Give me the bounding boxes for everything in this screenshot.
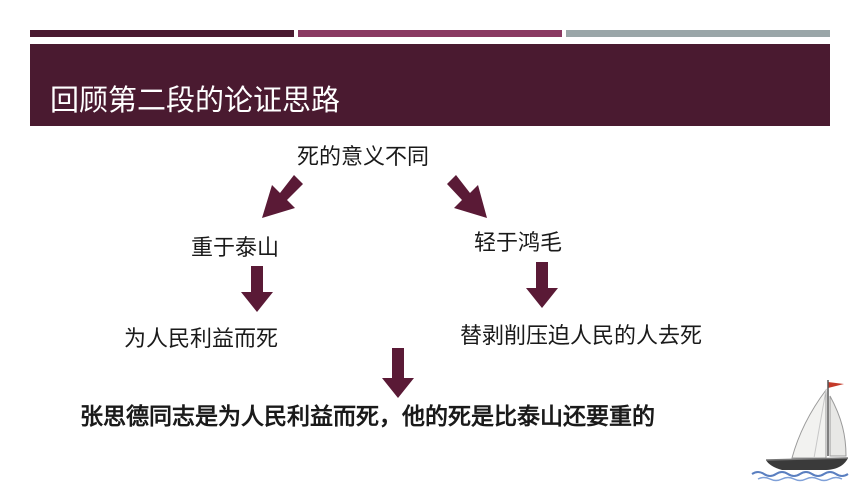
root-node: 死的意义不同 — [297, 145, 430, 170]
right-branch-node: 轻于鸿毛 — [474, 231, 563, 256]
accent-bar-3 — [566, 30, 830, 37]
arrow-left-down — [241, 266, 273, 312]
slide-title: 回顾第二段的论证思路 — [50, 83, 341, 117]
right-leaf-node: 替剥削压迫人民的人去死 — [460, 324, 703, 349]
arrow-root-right — [447, 175, 487, 218]
sailboat-icon — [751, 380, 849, 482]
arrow-root-left — [262, 175, 303, 218]
accent-bar-1 — [30, 30, 294, 37]
conclusion-text: 张思德同志是为人民利益而死，他的死是比泰山还要重的 — [80, 403, 655, 430]
left-branch-node: 重于泰山 — [191, 236, 280, 261]
arrow-conclusion-down — [382, 348, 414, 398]
title-band: 回顾第二段的论证思路 — [30, 44, 830, 126]
left-leaf-node: 为人民利益而死 — [124, 327, 279, 352]
accent-bar-2 — [298, 30, 562, 37]
arrow-right-down — [526, 262, 558, 308]
